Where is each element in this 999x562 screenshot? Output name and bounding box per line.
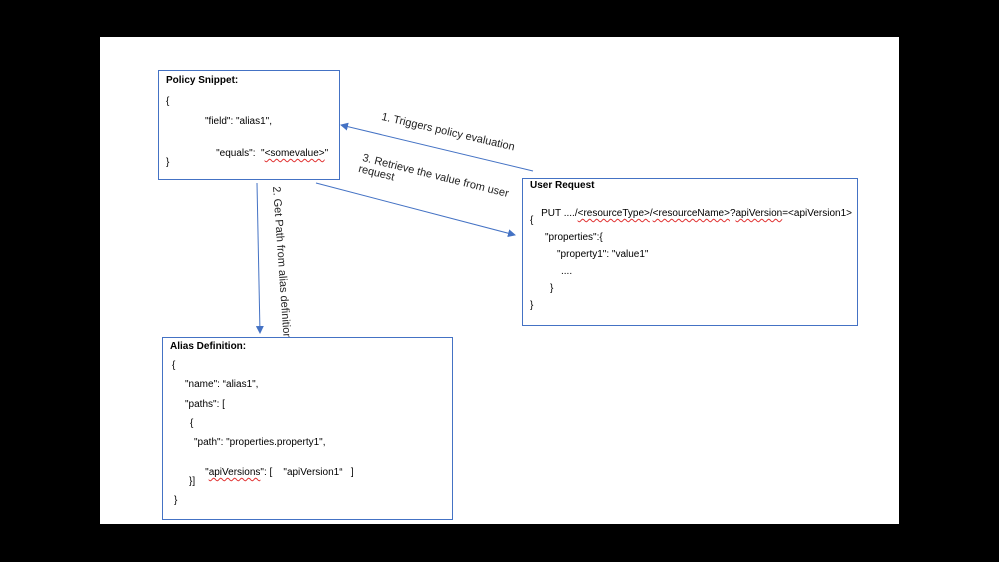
policy-equals-prefix: "equals": " bbox=[216, 148, 265, 159]
policy-equals-line: "equals": "<somevalue>" bbox=[205, 137, 328, 170]
user-request-ellipsis: .... bbox=[561, 266, 573, 277]
put-slash: / bbox=[649, 208, 653, 219]
policy-open-brace: { bbox=[166, 96, 170, 107]
policy-snippet-title: Policy Snippet: bbox=[166, 75, 239, 86]
alias-api-versions-line: "apiVersions": [ "apiVersion1“ ] bbox=[194, 456, 354, 489]
alias-inner-open: { bbox=[190, 418, 194, 429]
user-request-open-brace: { bbox=[530, 215, 534, 226]
policy-field-line: "field": "alias1", bbox=[205, 116, 273, 127]
user-request-inner-close: } bbox=[550, 283, 554, 294]
query-suffix: =<apiVersion1> bbox=[782, 208, 852, 219]
user-request-close-brace: } bbox=[530, 300, 534, 311]
resource-name: <resourceName> bbox=[652, 208, 730, 219]
api-versions-open-quote: " bbox=[205, 467, 209, 478]
user-request-properties: "properties":{ bbox=[545, 232, 603, 243]
user-request-put-line: PUT ..../<resourceType>/<resourceName>?a… bbox=[530, 197, 852, 230]
api-version-key: apiVersion bbox=[735, 208, 783, 219]
policy-equals-value: <somevalue> bbox=[264, 148, 325, 159]
alias-name-line: "name": “alias1", bbox=[185, 379, 259, 390]
query-prefix: ? bbox=[729, 208, 736, 219]
user-request-property1: "property1": "value1" bbox=[557, 249, 649, 260]
alias-close-brace: } bbox=[174, 495, 178, 506]
alias-paths-line: "paths": [ bbox=[185, 399, 225, 410]
policy-equals-suffix: " bbox=[324, 148, 329, 159]
api-versions-rest: ": [ "apiVersion1“ ] bbox=[260, 467, 354, 478]
alias-definition-title: Alias Definition: bbox=[170, 341, 247, 352]
alias-inner-close: }] bbox=[189, 476, 196, 487]
policy-close-brace: } bbox=[166, 157, 170, 168]
resource-type: <resourceType> bbox=[577, 208, 650, 219]
alias-definition-box: Alias Definition: { "name": “alias1", "p… bbox=[162, 337, 453, 520]
policy-snippet-box: Policy Snippet: { "field": "alias1", "eq… bbox=[158, 70, 340, 180]
user-request-box: User Request PUT ..../<resourceType>/<re… bbox=[522, 178, 858, 326]
alias-open-brace: { bbox=[172, 360, 176, 371]
put-prefix: PUT ..../ bbox=[541, 208, 578, 219]
api-versions-key: apiVersions bbox=[208, 467, 261, 478]
alias-path-line: "path": "properties.property1", bbox=[194, 437, 326, 448]
user-request-title: User Request bbox=[530, 180, 595, 191]
